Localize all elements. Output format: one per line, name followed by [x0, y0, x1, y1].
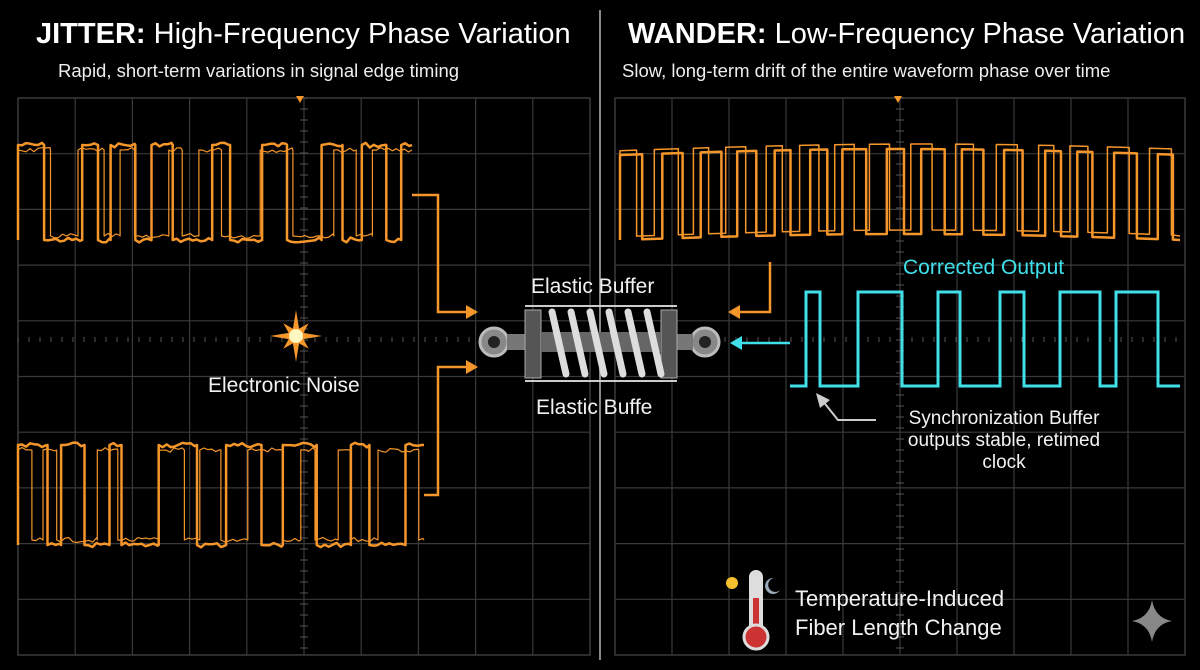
wander-subtitle: Slow, long-term drift of the entire wave… [622, 60, 1111, 81]
sync-pointer-arrow [821, 399, 876, 421]
arrowhead-icon [730, 336, 742, 350]
arrowhead-icon [466, 360, 478, 374]
jitter-top-arrow [412, 193, 470, 314]
jitter-bottom-arrow [424, 365, 470, 497]
waveforms [16, 141, 1181, 549]
jitter-waveform-top-ghost [17, 146, 413, 239]
wander-waveform [618, 147, 1181, 242]
jitter-waveform-top [16, 141, 413, 244]
corrected-output-waveform [790, 290, 1180, 388]
buffer-label-top: Elastic Buffer [531, 275, 655, 298]
arrowhead-icon [466, 305, 478, 319]
electronic-noise-label: Electronic Noise [208, 374, 360, 397]
thermometer-icon [726, 570, 780, 651]
oscilloscope-grid [17, 97, 1186, 656]
input-arrows [412, 193, 772, 497]
left-trigger-marker-icon [296, 96, 304, 103]
arrowhead-icon [728, 305, 740, 319]
elastic-buffer-spring-icon [478, 305, 721, 382]
electronic-noise-spark-icon [270, 310, 322, 362]
jitter-subtitle: Rapid, short-term variations in signal e… [58, 60, 460, 81]
wander-arrow [736, 262, 772, 314]
sparkle-watermark-icon [1132, 600, 1172, 642]
buffer-label-bottom: Elastic Buffe [536, 396, 653, 419]
arrowhead-icon [816, 393, 830, 408]
corrected-output-label: Corrected Output [903, 256, 1065, 279]
wander-waveform-ghost [619, 143, 1181, 238]
jitter-waveform-bottom [16, 441, 424, 549]
right-trigger-marker-icon [894, 96, 902, 103]
jitter-waveform-bottom-ghost [17, 446, 425, 544]
jitter-title: JITTER: High-Frequency Phase Variation [36, 18, 571, 50]
wander-title: WANDER: Low-Frequency Phase Variation [628, 18, 1186, 50]
